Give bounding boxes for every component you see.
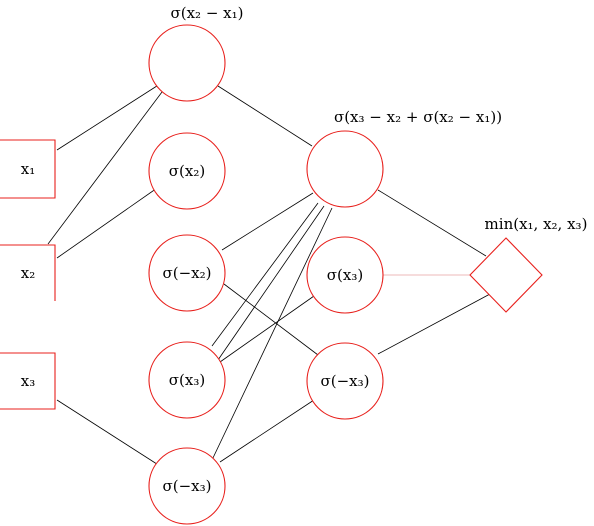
h2-sigma-x3-label: σ(x₃) [327,266,363,284]
h2-sigma-neg-x3-node: σ(−x₃) [306,342,384,420]
h1-top-node: σ(x₂ − x₁) [148,4,244,102]
edge-sneg2-h2top [221,192,314,251]
edge-sx3-h2top-b [217,205,325,361]
h1-sigma-x2-node: σ(x₂) [148,132,226,210]
h2-sigma-neg-x3-label: σ(−x₃) [321,372,370,390]
edge-sneg2-sx3 [223,283,323,359]
edge-h2sneg3-out [377,293,491,355]
edge-x2-sx2 [56,185,161,259]
edge-x3-sneg3 [56,399,161,467]
edge-x2-top [47,87,166,245]
edge-x1-top [56,83,161,151]
h1-sigma-x3-label: σ(x₃) [169,371,205,389]
h2-sigma-x3-node: σ(x₃) [306,236,384,314]
output-label: min(x₁, x₂, x₃) [485,215,588,233]
h1-sigma-neg-x3-node: σ(−x₃) [148,447,226,525]
h1-sigma-neg-x3-label: σ(−x₃) [163,477,212,495]
edge-sx3-h2sx3 [219,295,315,363]
h1-sigma-neg-x2-label: σ(−x₂) [163,264,212,282]
input-x2: x₂ [0,244,56,301]
h1-sigma-x2-label: σ(x₂) [169,162,205,180]
edge-h2top-out [377,189,487,257]
input-x3: x₃ [0,352,56,410]
edge-sneg3-h2top [211,207,333,461]
h1-sigma-neg-x2-node: σ(−x₂) [148,234,226,312]
h2-top-label: σ(x₃ − x₂ + σ(x₂ − x₁)) [334,108,502,126]
edge-sx3-h2top-a [211,202,319,347]
h2-top-node: σ(x₃ − x₂ + σ(x₂ − x₁)) [306,108,502,208]
input-x2-label: x₂ [21,264,35,282]
input-x1-label: x₁ [21,160,35,178]
edge-top-h2top [217,85,313,147]
edge-sneg3-h2sneg3 [219,399,315,463]
edges [47,83,491,467]
output-node: min(x₁, x₂, x₃) [469,215,588,313]
h1-top-label: σ(x₂ − x₁) [171,4,244,22]
input-x3-label: x₃ [21,372,35,390]
h1-sigma-x3-node: σ(x₃) [148,341,226,419]
input-x1: x₁ [0,139,56,199]
